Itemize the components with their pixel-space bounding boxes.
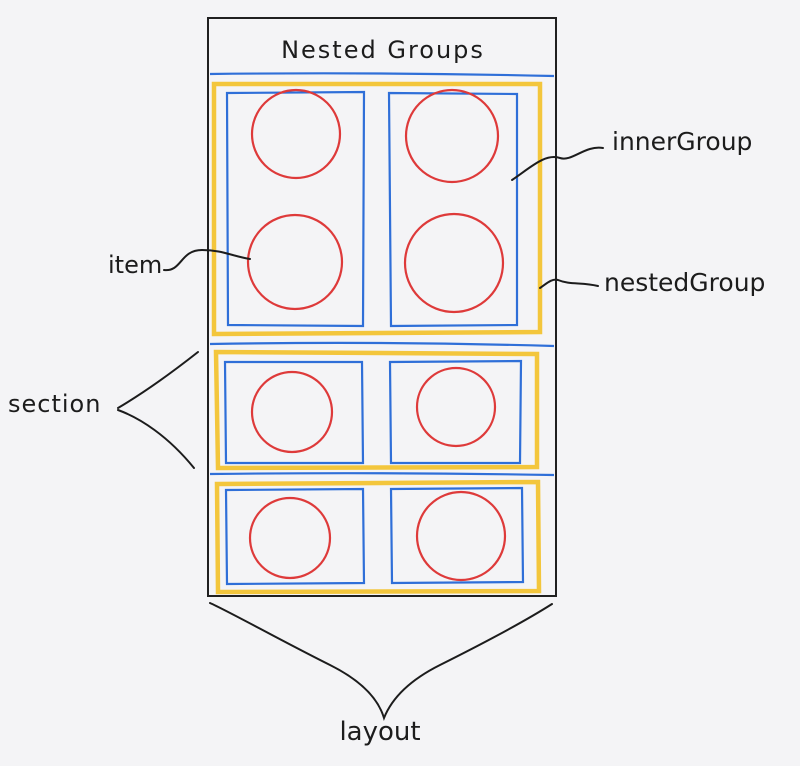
section-2-nested-group (213, 349, 540, 471)
section-1-inner-group-right (387, 91, 519, 328)
item-2 (404, 88, 500, 184)
section-1-inner-group-left (225, 90, 366, 328)
section-3-inner-group-right (389, 486, 525, 585)
item-5 (250, 370, 334, 454)
layout-brace (209, 602, 553, 722)
item-7 (248, 496, 332, 580)
section-2-inner-group-left (223, 360, 365, 465)
section-2-inner-group-right (388, 359, 523, 465)
nested-group-label: nestedGroup (604, 268, 765, 297)
inner-group-label: innerGroup (612, 127, 752, 156)
item-8 (415, 490, 507, 582)
item-pointer (163, 248, 251, 272)
inner-group-pointer (511, 146, 604, 181)
item-4 (403, 212, 505, 314)
section-divider-1 (209, 341, 555, 348)
item-3 (246, 213, 344, 311)
section-3-nested-group (214, 479, 542, 595)
layout-frame (207, 17, 557, 597)
item-1 (250, 88, 342, 180)
item-6 (415, 366, 497, 448)
item-label: item (108, 251, 162, 279)
layout-label: layout (339, 717, 420, 747)
section-3-inner-group-left (224, 487, 366, 586)
diagram-title: Nested Groups (281, 36, 485, 64)
section-divider-2 (209, 472, 555, 477)
section-label: section (8, 390, 101, 418)
section-pointer-lower (117, 409, 195, 469)
section-pointer-upper (117, 351, 199, 409)
title-divider (209, 72, 555, 78)
nested-group-pointer (539, 278, 599, 289)
